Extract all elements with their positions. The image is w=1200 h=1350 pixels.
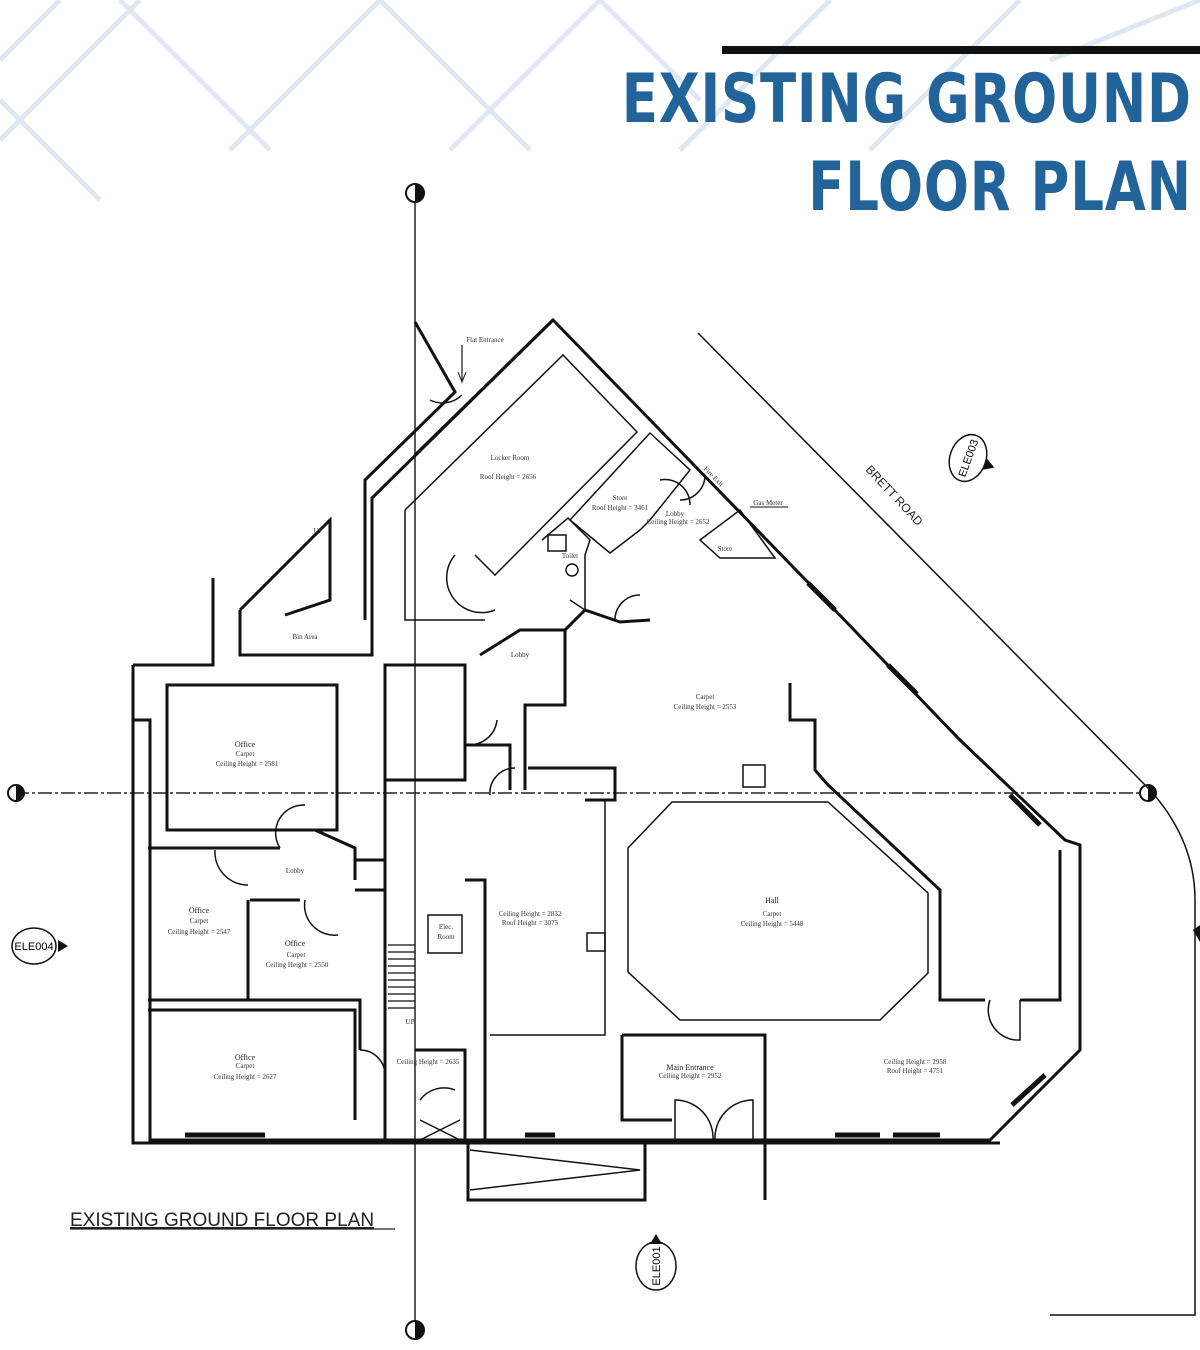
- background-pattern: [0, 0, 1200, 202]
- label-locker-room-detail: Roof Height = 2656: [480, 473, 537, 481]
- room-labels: Flat Entrance Locker Room Roof Height = …: [168, 336, 947, 1081]
- label-office-1-finish: Carpet: [236, 750, 255, 758]
- label-elec-room-1: Elec.: [439, 923, 453, 931]
- label-office-2-detail: Ceiling Height = 2547: [168, 928, 231, 936]
- building-walls: [131, 317, 1082, 1202]
- label-store: Store: [613, 494, 628, 502]
- label-hall: Hall: [765, 896, 780, 905]
- title-line-2: FLOOR PLAN: [808, 148, 1192, 227]
- staircase: [388, 944, 415, 1009]
- label-office-1-detail: Ceiling Height = 2581: [216, 760, 279, 768]
- label-office-1: Office: [235, 740, 256, 749]
- road-label: BRETT ROAD: [863, 462, 926, 528]
- title-rule: [722, 46, 1200, 54]
- svg-text:ELE001: ELE001: [651, 1246, 663, 1285]
- windows: [185, 581, 1047, 1138]
- label-office-4: Office: [235, 1053, 256, 1062]
- label-carpet-area-detail: Ceiling Height = 2553: [674, 703, 737, 711]
- elevation-marker-ele004: ELE004: [11, 927, 68, 965]
- svg-text:ELE004: ELE004: [14, 941, 53, 953]
- label-toilet: Toilet: [562, 552, 578, 560]
- title-line-1: EXISTING GROUND: [621, 60, 1192, 139]
- label-hall-detail: Ceiling Height = 5448: [741, 920, 804, 928]
- label-elec-room-2: Room: [437, 933, 455, 941]
- label-corridor-1: Ceiling Height = 2832: [499, 910, 562, 918]
- site-boundary: [697, 332, 1200, 1316]
- elevation-marker-ele003: ELE003: [948, 433, 995, 483]
- label-main-entrance-detail: Ceiling Height = 2952: [659, 1072, 722, 1080]
- label-lobby-top-detail: Ceiling Height = 2652: [647, 518, 710, 526]
- label-office-4-finish: Carpet: [236, 1062, 255, 1070]
- label-lobby-left: Lobby: [286, 867, 305, 875]
- label-flat-entrance: Flat Entrance: [466, 336, 504, 344]
- label-gas-meter: Gas Meter: [753, 499, 783, 507]
- label-stair-hall: Ceiling Height = 2635: [397, 1058, 460, 1066]
- label-carpet-area: Carpet: [696, 693, 715, 701]
- label-office-3-finish: Carpet: [287, 951, 306, 959]
- label-hall-side-2: Roof Height = 4751: [887, 1067, 944, 1075]
- label-up-stair: UP: [406, 1018, 415, 1026]
- label-office-2: Office: [189, 906, 210, 915]
- label-office-2-finish: Carpet: [190, 917, 209, 925]
- elevation-marker-ele001: ELE001: [635, 1234, 677, 1291]
- label-office-4-detail: Ceiling Height = 2627: [214, 1073, 277, 1081]
- label-office-3: Office: [285, 939, 306, 948]
- label-store-2: Store: [718, 545, 733, 553]
- label-office-3-detail: Ceiling Height = 2550: [266, 961, 329, 969]
- plan-caption: EXISTING GROUND FLOOR PLAN: [70, 1210, 374, 1231]
- label-bin-area: Bin Area: [292, 633, 318, 641]
- page-title: EXISTING GROUND FLOOR PLAN: [622, 56, 1192, 232]
- label-hall-side-1: Ceiling Height = 2958: [884, 1058, 947, 1066]
- label-locker-room: Locker Room: [491, 454, 530, 462]
- label-corridor-2: Roof Height = 3075: [502, 919, 559, 927]
- label-store-detail: Roof Height = 3461: [592, 504, 649, 512]
- label-lobby-mid: Lobby: [511, 651, 530, 659]
- grid-lines: [7, 183, 1157, 1340]
- door-swings: [214, 394, 1021, 1141]
- label-up-top: UP: [314, 527, 323, 535]
- label-lobby-top: Lobby: [666, 510, 685, 518]
- label-main-entrance: Main Entrance: [666, 1063, 714, 1072]
- label-hall-finish: Carpet: [763, 910, 782, 918]
